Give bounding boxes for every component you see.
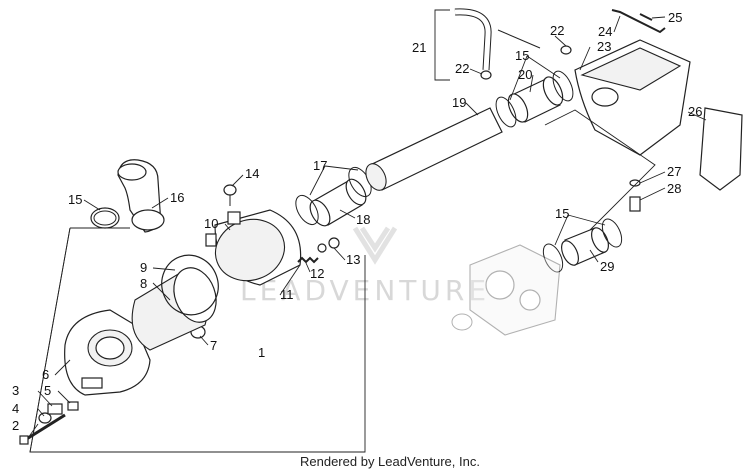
part-intake-silencer	[574, 39, 691, 156]
callout-25: 25	[668, 10, 682, 25]
callout-14: 14	[245, 166, 259, 181]
part-bushing-3	[47, 403, 63, 415]
part-breather-tube	[454, 8, 541, 71]
assembly-bracket-1	[29, 227, 366, 453]
callout-24: 24	[598, 24, 612, 39]
part-washer-4	[38, 412, 52, 424]
leader-lines	[27, 15, 707, 439]
part-airbox-housing	[64, 309, 151, 396]
callout-17: 17	[313, 158, 327, 173]
callout-8: 8	[140, 276, 147, 291]
assembly-bracket-engine	[544, 109, 656, 241]
assembly-bracket-21	[434, 9, 450, 81]
part-grommet-22b	[560, 45, 572, 55]
watermark-logo: LEADVENTURE	[240, 226, 490, 307]
callout-22-left: 22	[455, 61, 469, 76]
callout-15-right: 15	[555, 206, 569, 221]
part-intake-tube	[365, 107, 503, 191]
callout-9: 9	[140, 260, 147, 275]
callout-22-right: 22	[550, 23, 564, 38]
callout-19: 19	[452, 95, 466, 110]
part-coupler-29	[561, 227, 609, 266]
callout-20: 20	[518, 67, 532, 82]
callout-28: 28	[667, 181, 681, 196]
part-cover-panel	[699, 107, 743, 191]
part-air-filter	[131, 267, 217, 351]
part-spacer-5	[67, 401, 79, 411]
callout-11: 11	[280, 287, 294, 302]
part-drain-28	[629, 196, 641, 212]
part-clamp-15c	[542, 218, 623, 273]
part-spring-12	[297, 256, 319, 264]
callout-7: 7	[210, 338, 217, 353]
part-bolt	[19, 413, 66, 445]
callout-23: 23	[597, 39, 611, 54]
callout-21: 21	[412, 40, 426, 55]
callout-3: 3	[12, 383, 19, 398]
callout-16: 16	[170, 190, 184, 205]
callout-4: 4	[12, 401, 19, 416]
callout-15-upper: 15	[515, 48, 529, 63]
watermark-text: LEADVENTURE	[240, 274, 490, 307]
part-screw-25	[639, 13, 653, 21]
part-filter-gasket	[161, 254, 219, 316]
callout-15-left: 15	[68, 192, 82, 207]
footer-credit: Rendered by LeadVenture, Inc.	[300, 454, 480, 469]
part-clamp-15b	[495, 70, 574, 128]
callout-5: 5	[44, 383, 51, 398]
part-bracket-24	[611, 9, 666, 34]
callout-6: 6	[42, 367, 49, 382]
callout-2: 2	[12, 418, 19, 433]
part-knob-14	[223, 184, 237, 206]
callout-18: 18	[356, 212, 370, 227]
callout-1: 1	[258, 345, 265, 360]
part-clamp-left	[90, 207, 120, 229]
part-washer-13	[317, 237, 340, 253]
engine-reference	[451, 244, 561, 336]
callout-10: 10	[204, 216, 218, 231]
part-elbow-duct	[117, 159, 165, 233]
callout-29: 29	[600, 259, 614, 274]
callout-13: 13	[346, 252, 360, 267]
callout-27: 27	[667, 164, 681, 179]
callout-26: 26	[688, 104, 702, 119]
part-filter-cover	[205, 209, 302, 286]
part-grommet-22a	[480, 70, 492, 80]
part-boot-20	[507, 76, 564, 123]
callout-labels: 1 2 3 4 5 6 7 8 9 10 11 12 13 14 15 15 1…	[12, 10, 702, 433]
callout-12: 12	[310, 266, 324, 281]
